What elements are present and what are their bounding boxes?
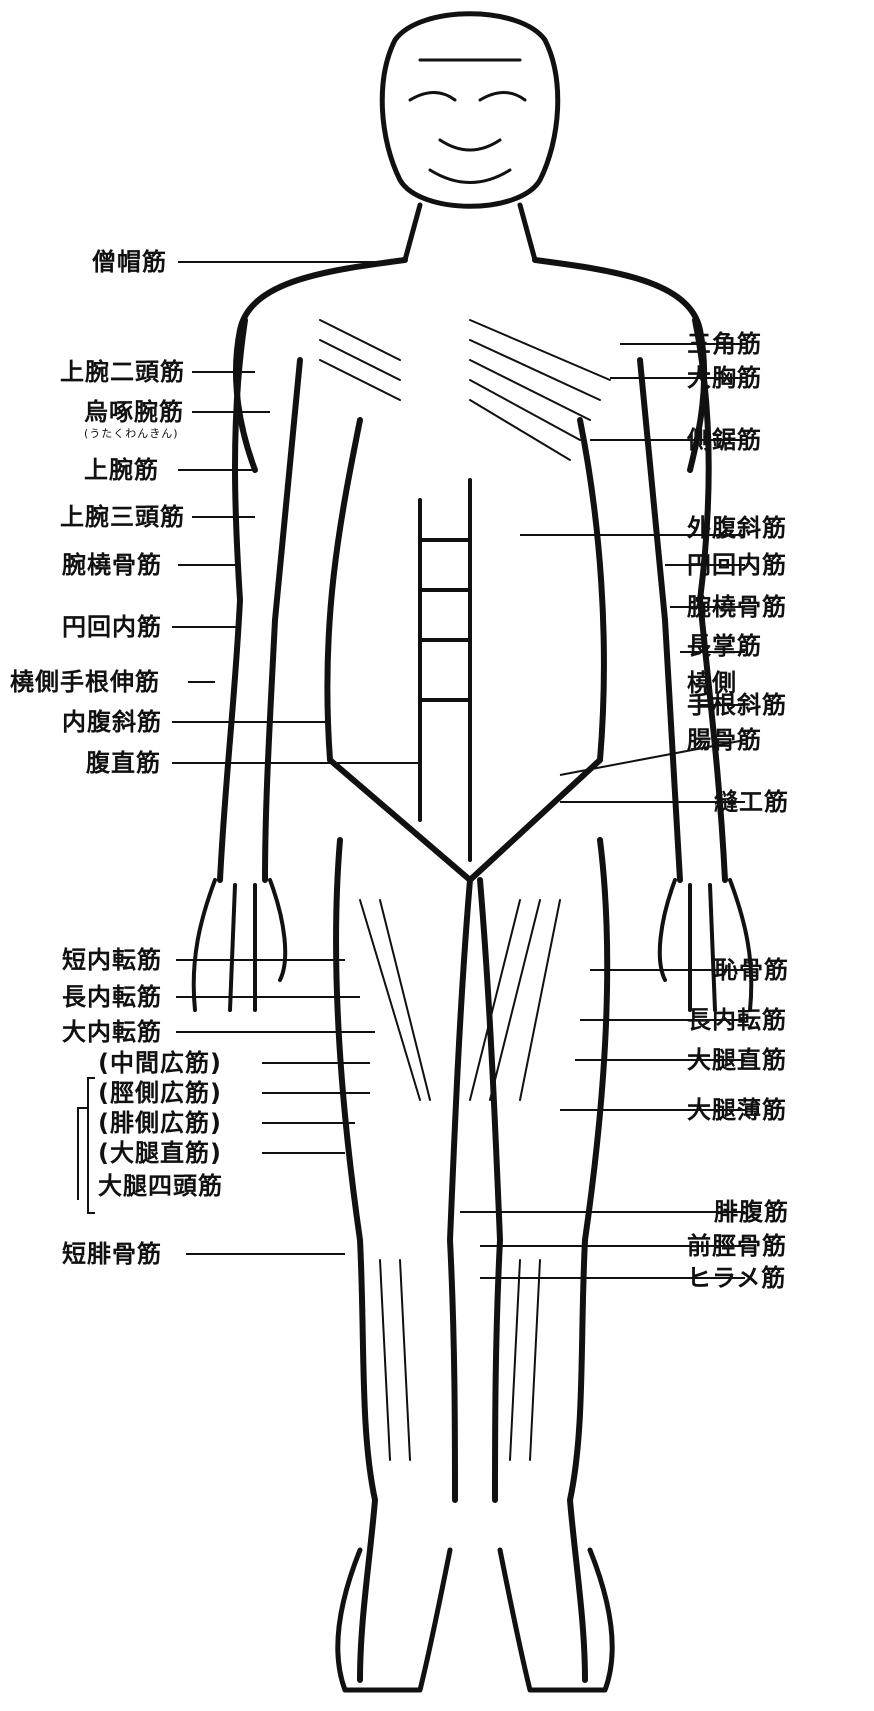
label-adductor-longus-right: 長内転筋 <box>687 1006 787 1034</box>
label-extensor-carpi-radialis: 橈側手根伸筋 <box>10 668 160 696</box>
label-gastrocnemius: 腓腹筋 <box>714 1198 789 1226</box>
label-carpi-oblique: 手根斜筋 <box>687 691 787 719</box>
label-gracilis: 大腿薄筋 <box>687 1096 787 1124</box>
feet <box>338 1550 612 1690</box>
label-pectineus: 恥骨筋 <box>714 956 789 984</box>
label-serratus-anterior: 側鋸筋 <box>687 426 762 454</box>
head-outline <box>382 14 557 207</box>
shin-hatching <box>380 1260 540 1460</box>
label-palmaris-longus: 長掌筋 <box>687 632 762 660</box>
face-muscles <box>410 60 525 183</box>
label-brachialis: 上腕筋 <box>84 456 159 484</box>
label-tibialis-anterior: 前脛骨筋 <box>687 1232 787 1260</box>
left-hand <box>194 880 286 1010</box>
label-quadriceps-femoris: 大腿四頭筋 <box>98 1172 223 1200</box>
label-brachioradialis-right: 腕橈骨筋 <box>687 593 787 621</box>
label-biceps-brachii: 上腕二頭筋 <box>60 358 185 386</box>
chest-hatching <box>320 320 610 460</box>
label-deltoid: 三角筋 <box>687 330 762 358</box>
label-brachioradialis-left: 腕橈骨筋 <box>62 551 162 579</box>
label-iliacus: 腸骨筋 <box>687 726 762 754</box>
label-coracobrachialis-reading: (うたくわんきん) <box>84 428 179 440</box>
label-adductor-longus-left: 長内転筋 <box>62 983 162 1011</box>
quadriceps-bracket <box>78 1078 95 1213</box>
right-hand <box>660 880 752 1010</box>
label-vastus-medialis: (脛側広筋) <box>98 1079 222 1107</box>
label-soleus: ヒラメ筋 <box>687 1264 786 1292</box>
label-adductor-brevis: 短内転筋 <box>62 946 162 974</box>
label-peroneus-brevis: 短腓骨筋 <box>62 1240 162 1268</box>
label-rectus-femoris-left: (大腿直筋) <box>98 1139 222 1167</box>
label-pronator-teres-right: 円回内筋 <box>687 551 787 579</box>
label-trapezius: 僧帽筋 <box>92 248 167 276</box>
label-pectoralis-major: 大胸筋 <box>687 364 762 392</box>
label-adductor-magnus: 大内転筋 <box>62 1018 162 1046</box>
label-external-oblique: 外腹斜筋 <box>687 514 787 542</box>
label-coracobrachialis: 烏啄腕筋 <box>84 398 184 426</box>
label-sartorius: 縫工筋 <box>714 788 789 816</box>
label-triceps-brachii: 上腕三頭筋 <box>60 503 185 531</box>
label-rectus-femoris-right: 大腿直筋 <box>687 1046 787 1074</box>
label-internal-oblique: 内腹斜筋 <box>62 708 162 736</box>
label-rectus-abdominis: 腹直筋 <box>86 749 161 777</box>
label-pronator-teres-left: 円回内筋 <box>62 613 162 641</box>
neck-outline <box>405 205 535 260</box>
label-vastus-lateralis: (腓側広筋) <box>98 1109 222 1137</box>
left-arm <box>220 320 300 880</box>
label-vastus-intermedius: (中間広筋) <box>98 1049 222 1077</box>
abdomen-rectus <box>420 480 470 860</box>
